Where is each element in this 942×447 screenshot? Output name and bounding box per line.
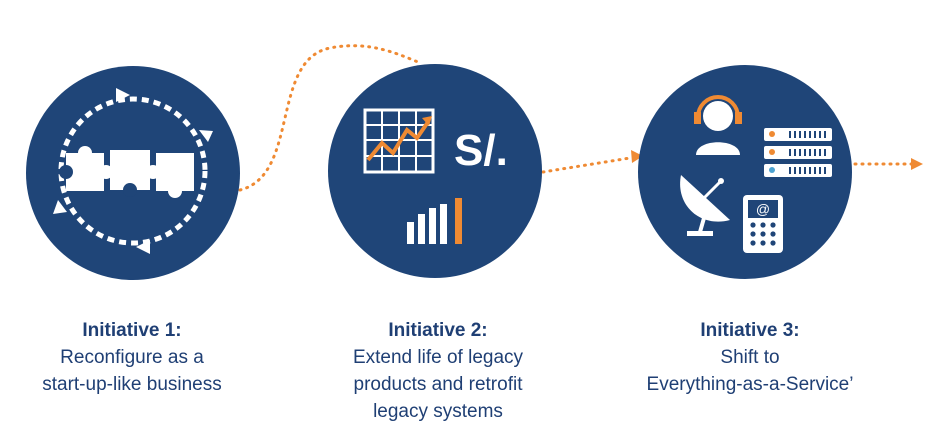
support-agent-icon xyxy=(694,95,742,155)
currency-icon: S/. xyxy=(454,126,508,175)
initiative-3-graphic: @ xyxy=(638,65,852,279)
initiative-1-graphic xyxy=(26,66,240,280)
initiative-2-graphic: S/. xyxy=(328,64,542,278)
grid-chart-icon xyxy=(363,108,435,174)
initiative-2-circle xyxy=(328,64,542,278)
initiative-2-line-3: legacy systems xyxy=(373,401,503,422)
initiative-2-line-2: products and retrofit xyxy=(353,374,523,395)
bar-chart-icon xyxy=(407,198,462,244)
initiative-3-circle xyxy=(638,65,852,279)
initiative-1-line-2: start-up-like business xyxy=(42,374,222,395)
cycle-arrows-icon xyxy=(53,88,213,254)
connector-1-2 xyxy=(238,44,420,192)
initiative-1-line-1: Reconfigure as a xyxy=(60,347,204,368)
satellite-dish-icon xyxy=(680,175,730,236)
initiative-3-line-2: Everything-as-a-Service’ xyxy=(646,374,854,395)
initiative-2-caption: Initiative 2: Extend life of legacy prod… xyxy=(288,317,588,425)
arrowhead-2-3 xyxy=(631,150,643,163)
initiative-2-title: Initiative 2: xyxy=(388,320,488,341)
phone-keypad-icon: @ xyxy=(743,195,783,253)
svg-text:S/.: S/. xyxy=(454,126,508,175)
initiative-2-line-1: Extend life of legacy xyxy=(352,347,524,368)
initiative-3-line-1: Shift to xyxy=(720,347,780,368)
connector-2-3 xyxy=(541,156,632,174)
puzzle-icon xyxy=(59,146,194,198)
server-rack-icon xyxy=(764,128,832,177)
initiative-1-title: Initiative 1: xyxy=(82,320,182,341)
initiative-1-caption: Initiative 1: Reconfigure as a start-up-… xyxy=(0,317,282,398)
svg-text:@: @ xyxy=(756,201,770,217)
initiative-3-title: Initiative 3: xyxy=(700,320,800,341)
initiatives-diagram: S/. xyxy=(26,44,923,280)
arrowhead-out xyxy=(911,158,923,170)
initiative-3-caption: Initiative 3: Shift to Everything-as-a-S… xyxy=(600,317,900,398)
